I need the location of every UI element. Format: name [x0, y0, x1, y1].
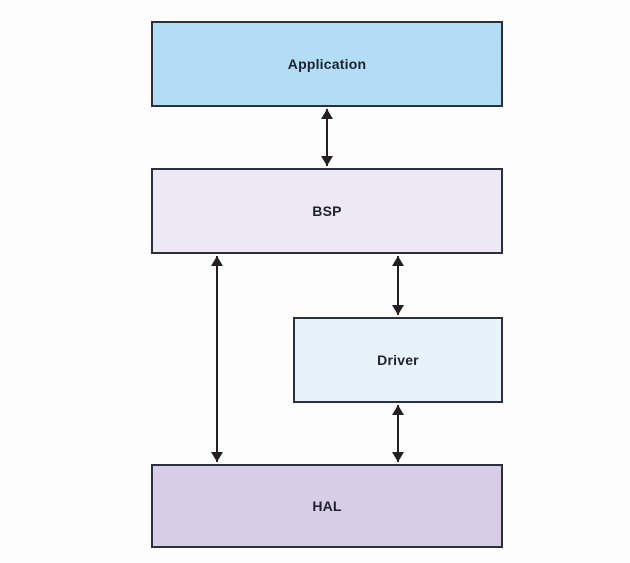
node-hal: HAL — [151, 464, 503, 548]
node-driver: Driver — [293, 317, 503, 403]
node-application-label: Application — [287, 56, 367, 72]
node-hal-label: HAL — [312, 498, 342, 514]
node-application: Application — [151, 21, 503, 107]
node-bsp-label: BSP — [312, 203, 342, 219]
node-bsp: BSP — [151, 168, 503, 254]
node-driver-label: Driver — [377, 352, 419, 368]
